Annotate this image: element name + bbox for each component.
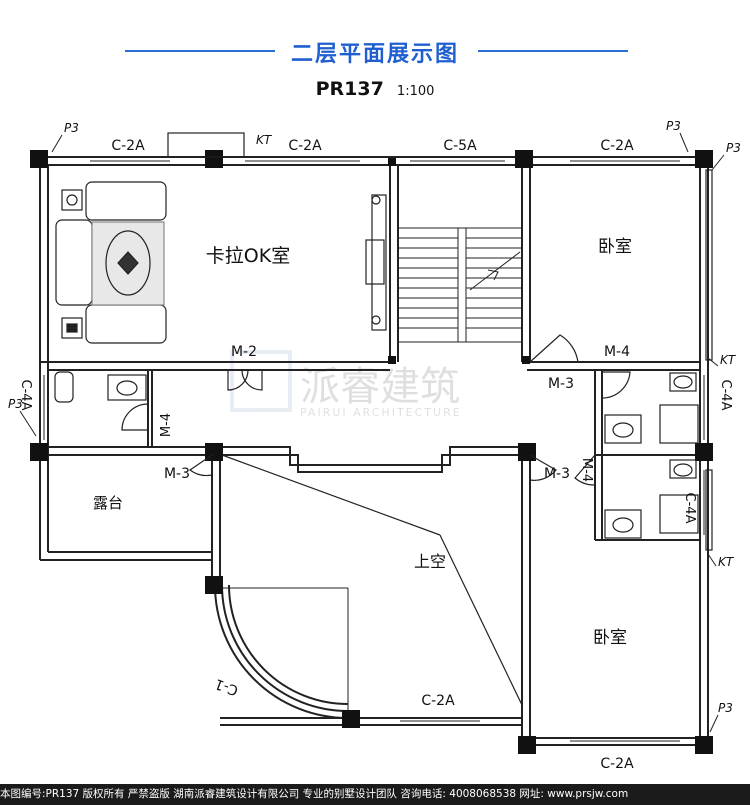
door-label: M-4 — [159, 413, 174, 437]
door-swings — [121, 334, 631, 486]
watermark: 派睿建筑 PAIRUI ARCHITECTURE — [230, 350, 462, 419]
bathroom-fixtures — [54, 371, 699, 539]
tv-cabinet — [365, 194, 387, 331]
window-label: C-2A — [600, 138, 634, 154]
sofa-set — [55, 181, 167, 344]
door-labels: M-2 M-3 M-3 M-3 M-4 M-4 M-4 — [159, 344, 630, 482]
marker-p3: P3 — [64, 121, 79, 135]
door-label: M-3 — [164, 466, 190, 482]
door-label: M-4 — [579, 458, 594, 482]
window-label: C-4A — [682, 493, 697, 524]
room-label-bedroom-se: 卧室 — [593, 628, 627, 648]
door-label: M-2 — [231, 344, 257, 360]
window-label: C-4A — [18, 380, 33, 411]
window-label: C-2A — [600, 756, 634, 772]
curved-window — [214, 584, 349, 719]
door-label: M-4 — [604, 344, 630, 360]
floor-plan: 派睿建筑 PAIRUI ARCHITECTURE — [8, 119, 741, 772]
room-label-void: 上空 — [414, 552, 446, 571]
door-label: M-3 — [548, 376, 574, 392]
room-label-terrace: 露台 — [93, 494, 123, 512]
window-label: C-2A — [111, 138, 145, 154]
watermark-cn: 派睿建筑 — [300, 364, 460, 410]
marker-p3: P3 — [666, 119, 681, 133]
marker-kt: KT — [256, 133, 273, 147]
plan-subtitle: PR137 1:100 — [0, 78, 750, 100]
window-label: C-1 — [213, 675, 241, 698]
marker-p3: P3 — [718, 701, 733, 715]
staircase — [397, 227, 523, 343]
room-label-bedroom-ne: 卧室 — [598, 237, 632, 257]
window-label: C-2A — [288, 138, 322, 154]
window-glazing — [43, 160, 705, 742]
footer-bar: 本图编号:PR137 版权所有 严禁盗版 湖南派睿建筑设计有限公司 专业的别墅设… — [0, 784, 750, 805]
title-rule-left — [125, 50, 275, 52]
watermark-en: PAIRUI ARCHITECTURE — [300, 406, 462, 419]
plan-scale: 1:100 — [396, 84, 435, 99]
void-outline — [221, 454, 523, 706]
marker-kt: KT — [718, 555, 735, 569]
window-label: C-5A — [443, 138, 477, 154]
marker-p3: P3 — [8, 397, 23, 411]
title-bar: 二层平面展示图 — [0, 26, 750, 67]
markers: P3 P3 P3 P3 P3 KT KT KT — [8, 119, 741, 733]
room-label-karaoke: 卡拉OK室 — [206, 245, 290, 267]
page-title: 二层平面展示图 — [290, 42, 459, 67]
marker-p3: P3 — [726, 141, 741, 155]
window-labels: C-2A C-2A C-5A C-2A C-2A C-2A C-4A C-4A … — [18, 138, 733, 772]
window-label: C-4A — [718, 380, 733, 411]
marker-kt: KT — [720, 353, 737, 367]
door-label: M-3 — [544, 466, 570, 482]
window-label: C-2A — [421, 693, 455, 709]
title-rule-right — [478, 50, 628, 52]
ac-units — [167, 132, 713, 551]
plan-code: PR137 — [315, 78, 384, 100]
footer-text: 本图编号:PR137 版权所有 严禁盗版 湖南派睿建筑设计有限公司 专业的别墅设… — [0, 788, 629, 800]
